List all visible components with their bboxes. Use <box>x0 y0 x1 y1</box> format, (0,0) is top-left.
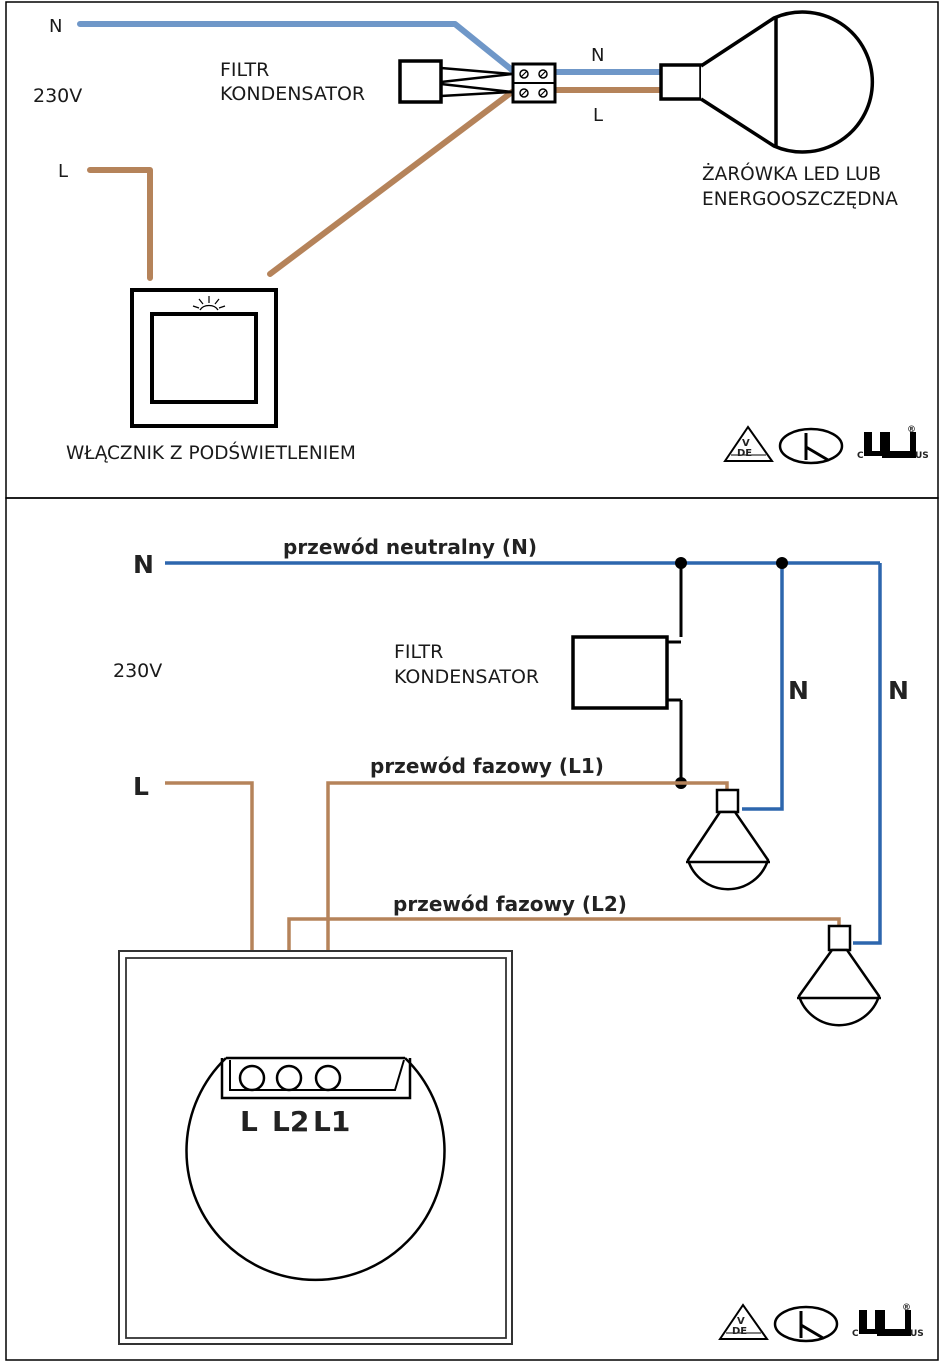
top-bulb-icon <box>659 10 875 154</box>
top-bulb-l-label: L <box>593 105 603 126</box>
bottom-neutral-branch-2 <box>853 563 882 945</box>
top-voltage-label: 230V <box>33 85 82 107</box>
top-switch-caption: WŁĄCZNIK Z PODŚWIETLENIEM <box>66 442 356 464</box>
bottom-bulb-2-icon <box>797 924 881 1027</box>
svg-text:V: V <box>737 1316 745 1327</box>
bottom-panel-border <box>5 497 939 1361</box>
top-filter-lead-1 <box>440 66 513 76</box>
ul-circle-logo-icon <box>778 427 844 465</box>
bottom-bulb-1-icon <box>686 788 770 891</box>
bottom-neutral-branch-1 <box>742 563 784 811</box>
svg-text:V: V <box>742 438 750 449</box>
terminal-l-screw <box>238 1064 266 1092</box>
terminal-l2-screw <box>275 1064 303 1092</box>
top-n-label: N <box>49 16 62 37</box>
svg-text:US: US <box>915 451 929 461</box>
bottom-filter-box <box>571 635 669 710</box>
vde-logo-icon: V DE <box>723 425 774 462</box>
bottom-switch-icon <box>118 950 513 1345</box>
top-filter-label-1: FILTR <box>220 59 269 81</box>
bottom-cert-marks: V DE C ® US <box>718 1303 924 1343</box>
ul-circle-logo-icon <box>773 1305 839 1343</box>
svg-text:C: C <box>852 1329 859 1339</box>
top-switch-icon <box>130 288 278 428</box>
bottom-voltage-label: 230V <box>113 660 162 682</box>
branch-n2-label: N <box>888 676 909 705</box>
svg-text:®: ® <box>907 425 916 435</box>
top-filter-lead-4 <box>440 90 513 98</box>
terminal-l-label: L <box>240 1105 258 1138</box>
terminal-l1-screw <box>314 1064 342 1092</box>
top-bulb-label-1: ŻARÓWKA LED LUB <box>702 163 881 185</box>
top-filter-label-2: KONDENSATOR <box>220 83 365 105</box>
bottom-filter-label-1: FILTR <box>394 641 443 663</box>
bottom-junction-2 <box>776 557 788 569</box>
top-phase-in-wire <box>87 167 153 281</box>
top-bulb-n-label: N <box>591 45 604 66</box>
bottom-phase-l1-wire <box>326 781 729 1068</box>
svg-text:®: ® <box>902 1303 911 1313</box>
terminal-l2-label: L2 <box>272 1105 309 1138</box>
top-bulb-label-2: ENERGOOSZCZĘDNA <box>702 189 898 210</box>
cru-us-logo-icon: C ® US <box>857 425 929 461</box>
svg-text:US: US <box>910 1329 924 1339</box>
top-cert-marks: V DE C ® US <box>723 425 929 465</box>
top-l-label: L <box>58 161 68 182</box>
terminal-l1-label: L1 <box>313 1105 350 1138</box>
svg-text:DE: DE <box>732 1326 747 1337</box>
bottom-filter-label-2: KONDENSATOR <box>394 666 539 688</box>
top-terminal-block <box>511 62 557 104</box>
svg-text:DE: DE <box>737 448 752 459</box>
vde-logo-icon: V DE <box>718 1303 769 1340</box>
bottom-l-label: L <box>133 772 149 801</box>
top-neutral-wire <box>77 21 515 73</box>
cru-us-logo-icon: C ® US <box>852 1303 924 1339</box>
branch-n1-label: N <box>788 676 809 705</box>
top-phase-switched-wire <box>267 89 515 277</box>
phase-l1-label: przewód fazowy (L1) <box>370 754 604 778</box>
bottom-n-label: N <box>133 550 154 579</box>
bottom-panel: N 230V L przewód neutralny (N) przewód f… <box>113 535 924 1345</box>
top-filter-lead-3 <box>440 82 513 94</box>
top-filter-lead-2 <box>440 72 513 84</box>
svg-text:C: C <box>857 451 864 461</box>
top-panel: N 230V L FILTR KONDENSATOR N L ŻARÓWKA L… <box>33 10 929 465</box>
top-filter-box <box>398 59 443 104</box>
neutral-wire-label: przewód neutralny (N) <box>283 535 537 559</box>
phase-l2-label: przewód fazowy (L2) <box>393 892 627 916</box>
